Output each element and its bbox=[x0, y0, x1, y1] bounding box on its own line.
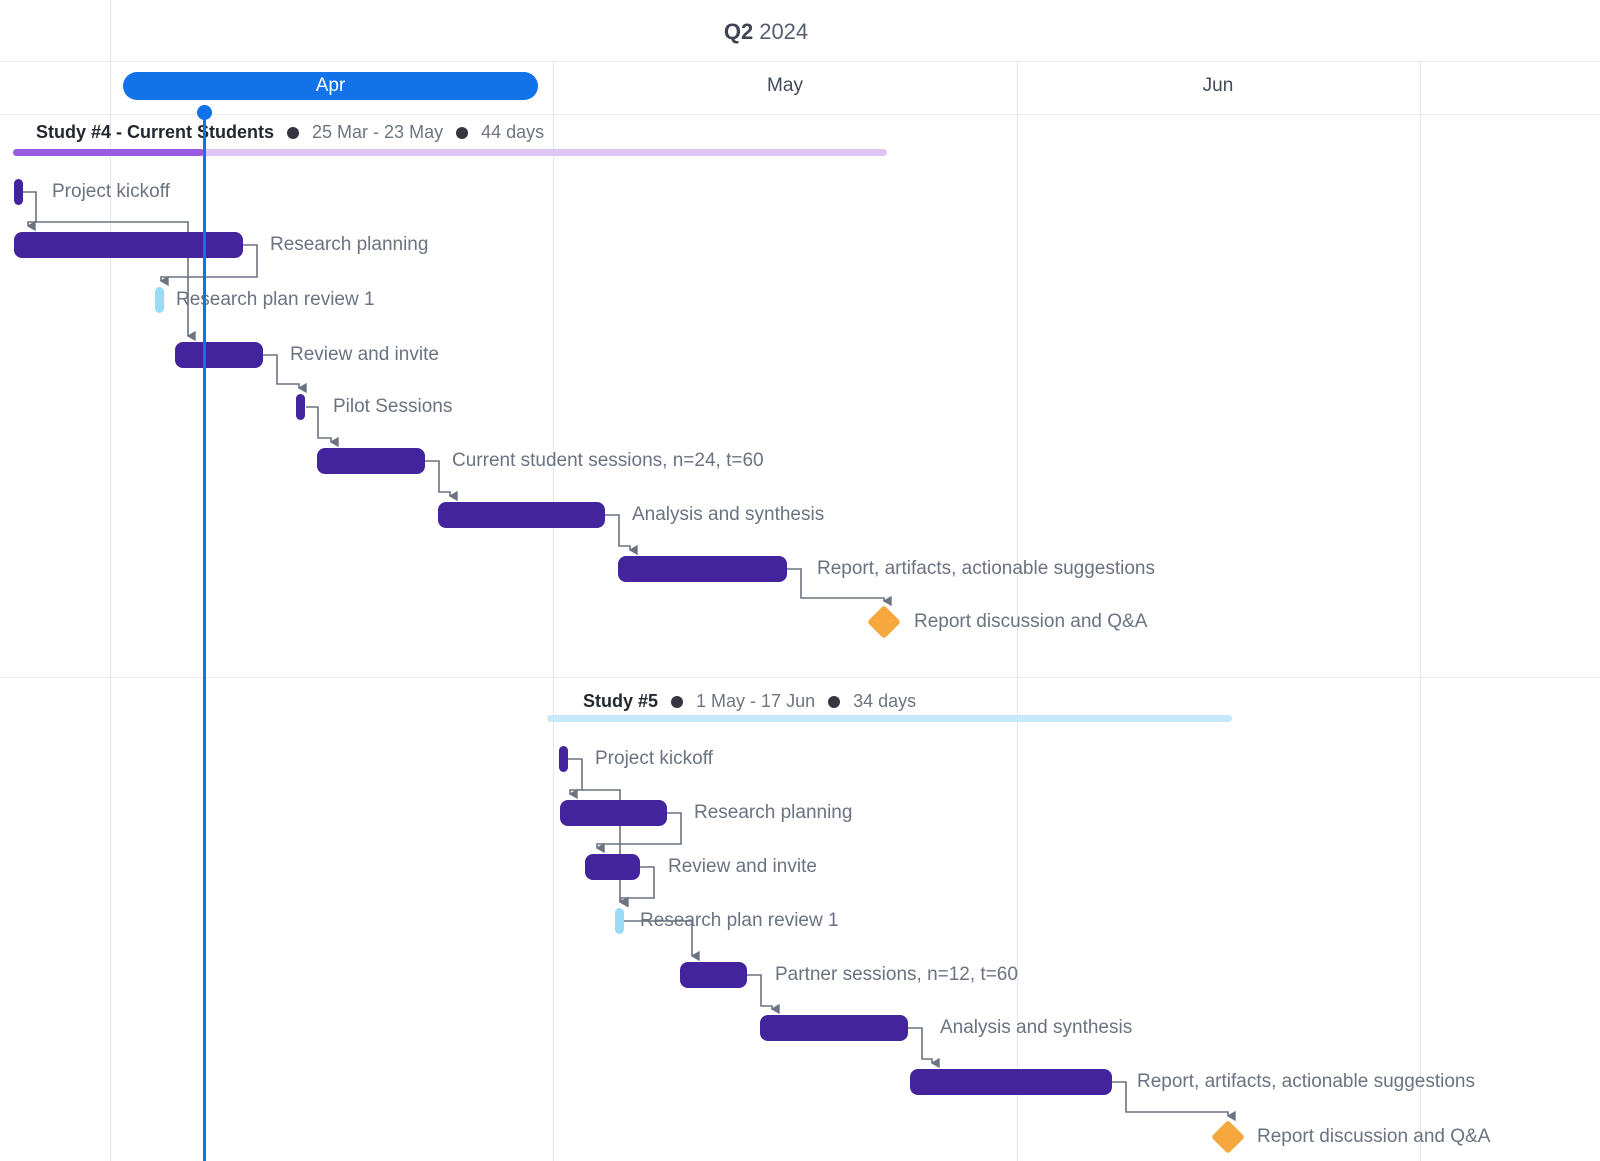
task-bar-research-plan-review[interactable] bbox=[615, 908, 624, 934]
bullet-dot-icon bbox=[671, 695, 684, 708]
month-label-may: May bbox=[767, 75, 803, 96]
task-label: Partner sessions, n=12, t=60 bbox=[775, 964, 1018, 985]
task-bar-review-and-invite[interactable] bbox=[175, 342, 263, 368]
year-label: 2024 bbox=[759, 19, 809, 44]
grid-line-may-jun bbox=[1017, 61, 1018, 1161]
study4-header[interactable]: Study #4 - Current Students 25 Mar - 23 … bbox=[36, 120, 544, 145]
study4-date-range: 25 Mar - 23 May bbox=[312, 122, 444, 142]
study5-title: Study #5 bbox=[583, 691, 659, 711]
quarter-label: Q2 bbox=[723, 19, 754, 44]
task-bar-review-and-invite[interactable] bbox=[585, 854, 640, 880]
study4-timeline-track[interactable] bbox=[13, 149, 887, 156]
bullet-dot-icon bbox=[287, 126, 300, 139]
task-bar-analysis-synthesis[interactable] bbox=[760, 1015, 908, 1041]
study4-progress-fill bbox=[13, 149, 204, 156]
task-bar-research-planning[interactable] bbox=[14, 232, 243, 258]
grid-line-apr-may bbox=[553, 61, 554, 1161]
task-label: Project kickoff bbox=[52, 181, 170, 202]
section-divider bbox=[0, 677, 1600, 678]
task-bar-project-kickoff[interactable] bbox=[14, 179, 23, 205]
task-label: Analysis and synthesis bbox=[632, 504, 825, 525]
month-label-jun: Jun bbox=[1202, 75, 1234, 96]
task-bar-report-artifacts[interactable] bbox=[910, 1069, 1112, 1095]
study4-title: Study #4 - Current Students bbox=[36, 122, 275, 142]
task-label: Research plan review 1 bbox=[176, 289, 375, 310]
study5-date-range: 1 May - 17 Jun bbox=[696, 691, 816, 711]
task-bar-research-plan-review[interactable] bbox=[155, 287, 164, 313]
header-divider bbox=[0, 61, 1600, 62]
task-label: Pilot Sessions bbox=[333, 396, 453, 417]
task-label: Research plan review 1 bbox=[640, 910, 839, 931]
task-label: Research planning bbox=[694, 802, 853, 823]
task-label: Current student sessions, n=24, t=60 bbox=[452, 450, 764, 471]
study5-header[interactable]: Study #5 1 May - 17 Jun 34 days bbox=[583, 689, 916, 714]
task-bar-analysis-synthesis[interactable] bbox=[438, 502, 605, 528]
bullet-dot-icon bbox=[828, 695, 841, 708]
task-label: Research planning bbox=[270, 234, 429, 255]
task-label: Analysis and synthesis bbox=[940, 1017, 1133, 1038]
month-pill-apr[interactable]: Apr bbox=[123, 72, 538, 100]
study5-timeline-track[interactable] bbox=[547, 715, 1232, 722]
task-label: Report, artifacts, actionable suggestion… bbox=[1137, 1071, 1475, 1092]
grid-line-left-column bbox=[110, 0, 111, 1161]
grid-line-jun-end bbox=[1420, 61, 1421, 1161]
task-label: Review and invite bbox=[668, 856, 817, 877]
task-label: Report discussion and Q&A bbox=[914, 611, 1148, 632]
task-label: Review and invite bbox=[290, 344, 439, 365]
task-bar-partner-sessions[interactable] bbox=[680, 962, 747, 988]
today-marker-line bbox=[203, 105, 206, 1161]
task-label: Report discussion and Q&A bbox=[1257, 1126, 1491, 1147]
task-label: Project kickoff bbox=[595, 748, 713, 769]
task-bar-current-student-sessions[interactable] bbox=[317, 448, 425, 474]
task-bar-project-kickoff[interactable] bbox=[559, 746, 568, 772]
month-row-divider bbox=[0, 114, 1600, 115]
task-label: Report, artifacts, actionable suggestion… bbox=[817, 558, 1155, 579]
task-bar-research-planning[interactable] bbox=[560, 800, 667, 826]
task-bar-report-artifacts[interactable] bbox=[618, 556, 787, 582]
bullet-dot-icon bbox=[456, 126, 469, 139]
today-marker-dot[interactable] bbox=[197, 105, 212, 120]
study5-duration: 34 days bbox=[853, 691, 917, 711]
task-bar-pilot-sessions[interactable] bbox=[296, 394, 305, 420]
study4-duration: 44 days bbox=[481, 122, 545, 142]
